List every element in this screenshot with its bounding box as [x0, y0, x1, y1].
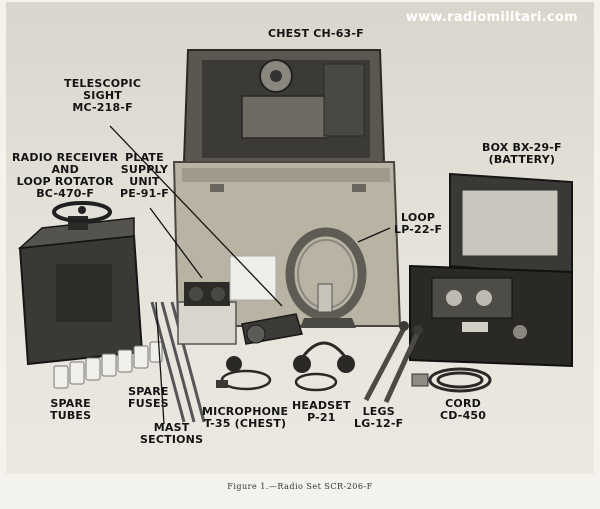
cord-cd-450	[411, 367, 492, 393]
spare-tubes	[53, 341, 163, 389]
manual-sheet	[229, 255, 277, 301]
label-battery-box: BOX BX-29-F(BATTERY)	[482, 141, 562, 166]
legs-lg-12-f	[363, 321, 423, 404]
battery-box-bx-29-f	[409, 172, 573, 368]
equipment-illustration	[6, 2, 594, 474]
microphone-t-35	[216, 356, 272, 391]
headset-p-21	[293, 341, 355, 392]
loop-lp-22-f	[285, 227, 367, 328]
watermark: www.radiomilitari.com	[405, 10, 578, 25]
telescopic-sight-mc-218-f	[241, 313, 303, 345]
figure-caption: Figure 1.—Radio Set SCR-206-F	[227, 482, 373, 491]
plate-supply-unit-pe-91-f	[177, 282, 237, 345]
leader-lines	[109, 125, 391, 425]
label-chest: CHEST CH-63-F	[268, 27, 364, 40]
radio-receiver-bc-470-f	[17, 201, 144, 366]
